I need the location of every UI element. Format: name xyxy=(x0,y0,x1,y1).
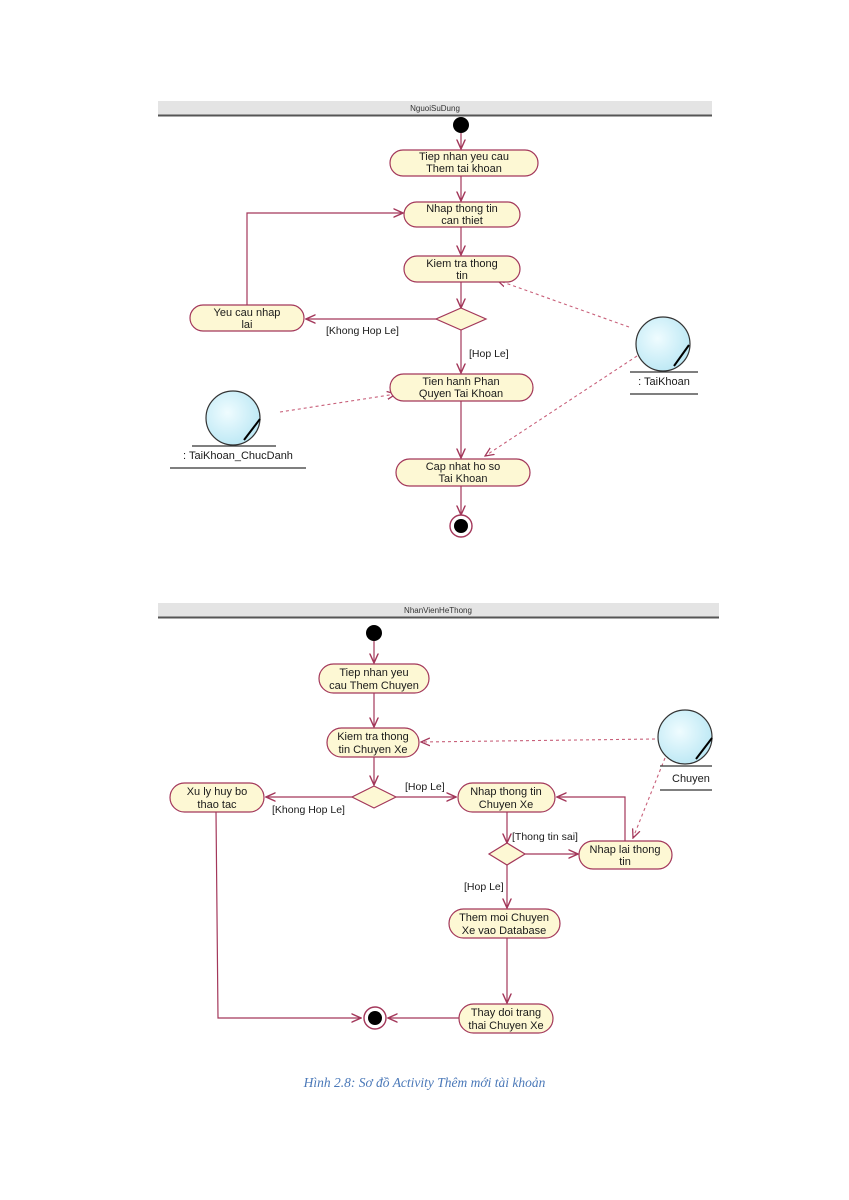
activity-thay-doi-trang-thai: Thay doi trang thai Chuyen Xe xyxy=(458,1003,554,1034)
control-flows xyxy=(246,133,461,515)
activity-cap-nhat-ho-so: Cap nhat ho so Tai Khoan xyxy=(395,458,531,487)
activity-phan-quyen: Tien hanh Phan Quyen Tai Khoan xyxy=(389,373,534,402)
decision-node xyxy=(434,307,488,331)
activity-xu-ly-huy-bo: Xu ly huy bo thao tac xyxy=(169,782,265,813)
svg-text:Tien hanh Phan: Tien hanh Phan xyxy=(422,376,499,388)
svg-text:Quyen Tai Khoan: Quyen Tai Khoan xyxy=(419,388,503,400)
swimlane-header xyxy=(158,603,719,617)
guard-hop-le-1: [Hop Le] xyxy=(405,781,445,793)
svg-text:Xe vao Database: Xe vao Database xyxy=(462,925,546,937)
activity-kiem-tra: Kiem tra thong tin xyxy=(403,255,521,283)
object-chuyen: Chuyen xyxy=(657,709,713,791)
swimlane-header xyxy=(158,101,712,115)
svg-text:Tiep nhan yeu cau: Tiep nhan yeu cau xyxy=(419,151,509,163)
svg-text:Kiem tra thong: Kiem tra thong xyxy=(426,258,498,270)
svg-text:Them moi Chuyen: Them moi Chuyen xyxy=(459,912,549,924)
initial-node xyxy=(366,625,382,641)
object-taikhoan-chucdanh: : TaiKhoan_ChucDanh xyxy=(170,390,306,469)
svg-text:tin: tin xyxy=(619,856,631,868)
svg-text:Chuyen Xe: Chuyen Xe xyxy=(479,799,533,811)
decision-node-2 xyxy=(487,842,527,866)
activity-tiep-nhan-chuyen: Tiep nhan yeu cau Them Chuyen xyxy=(318,663,430,694)
final-node xyxy=(449,514,473,538)
svg-text:lai: lai xyxy=(241,319,252,331)
activity-tiep-nhan: Tiep nhan yeu cau Them tai khoan xyxy=(389,149,539,177)
svg-text:Nhap thong tin: Nhap thong tin xyxy=(470,786,542,798)
svg-text:thai Chuyen Xe: thai Chuyen Xe xyxy=(468,1020,543,1032)
svg-text:thao tac: thao tac xyxy=(197,799,237,811)
svg-text:Yeu cau nhap: Yeu cau nhap xyxy=(214,307,281,319)
initial-node xyxy=(453,117,469,133)
guard-thong-tin-sai: [Thong tin sai] xyxy=(512,831,578,843)
activity-nhap-lai-thong-tin: Nhap lai thong tin xyxy=(578,840,673,870)
figure-caption: Hình 2.8: Sơ đồ Activity Thêm mới tài kh… xyxy=(303,1075,546,1090)
swimlane-title: NhanVienHeThong xyxy=(404,606,472,615)
guard-hop-le: [Hop Le] xyxy=(469,348,509,360)
diagram-2: NhanVienHeThong Tiep nhan yeu cau Them C… xyxy=(158,603,719,1034)
svg-text:Nhap thong tin: Nhap thong tin xyxy=(426,203,498,215)
svg-text:Xu ly huy bo: Xu ly huy bo xyxy=(187,786,248,798)
control-flows xyxy=(215,641,626,1018)
svg-text:cau Them Chuyen: cau Them Chuyen xyxy=(329,680,419,692)
svg-text:Tiep nhan yeu: Tiep nhan yeu xyxy=(339,667,408,679)
activity-nhap-thong-tin: Nhap thong tin can thiet xyxy=(403,201,521,228)
object-flows xyxy=(421,739,666,838)
svg-text:can thiet: can thiet xyxy=(441,215,483,227)
object-chuyen-label: Chuyen xyxy=(672,773,710,785)
activity-nhap-thong-tin-chuyen: Nhap thong tin Chuyen Xe xyxy=(457,782,556,813)
svg-text:Them tai khoan: Them tai khoan xyxy=(426,163,502,175)
object-chucdanh-label: : TaiKhoan_ChucDanh xyxy=(183,450,293,462)
object-taikhoan: : TaiKhoan xyxy=(630,316,698,395)
svg-text:Tai Khoan: Tai Khoan xyxy=(439,473,488,485)
activity-yeu-cau-nhap-lai: Yeu cau nhap lai xyxy=(189,304,305,332)
object-flows xyxy=(279,280,638,456)
guard-khong-hop-le: [Khong Hop Le] xyxy=(326,325,399,337)
diagram-1: NguoiSuDung Tiep nhan yeu cau Them tai k… xyxy=(158,101,712,538)
svg-text:Kiem tra thong: Kiem tra thong xyxy=(337,731,409,743)
object-taikhoan-label: : TaiKhoan xyxy=(638,376,690,388)
guard-hop-le-2: [Hop Le] xyxy=(464,881,504,893)
svg-text:tin Chuyen Xe: tin Chuyen Xe xyxy=(338,744,407,756)
decision-node-1 xyxy=(350,785,398,809)
final-node xyxy=(363,1006,387,1030)
activity-them-moi-chuyen: Them moi Chuyen Xe vao Database xyxy=(448,908,561,939)
svg-text:Nhap lai thong: Nhap lai thong xyxy=(590,844,661,856)
svg-text:Thay doi trang: Thay doi trang xyxy=(471,1007,541,1019)
guard-khong-hop-le: [Khong Hop Le] xyxy=(272,804,345,816)
activity-kiem-tra-chuyen: Kiem tra thong tin Chuyen Xe xyxy=(326,727,420,758)
swimlane-title: NguoiSuDung xyxy=(410,104,460,113)
svg-text:tin: tin xyxy=(456,270,468,282)
svg-text:Cap nhat ho so: Cap nhat ho so xyxy=(426,461,501,473)
